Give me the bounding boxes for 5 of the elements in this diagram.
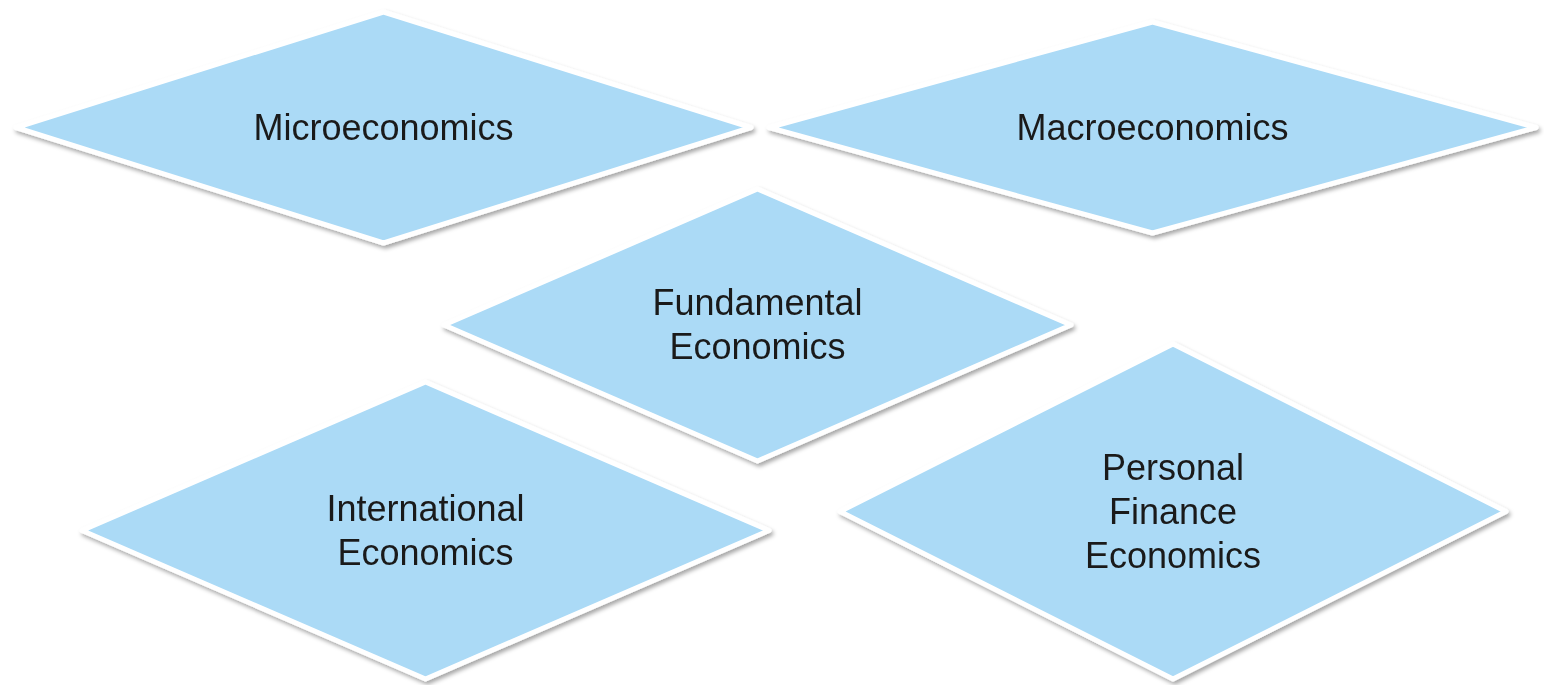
node-label: Fundamental Economics <box>651 281 864 369</box>
node-label: Macroeconomics <box>1016 105 1289 150</box>
node-label: Personal Finance Economics <box>1083 445 1263 578</box>
node-label: Microeconomics <box>253 105 514 150</box>
node-label: International Economics <box>325 486 526 575</box>
